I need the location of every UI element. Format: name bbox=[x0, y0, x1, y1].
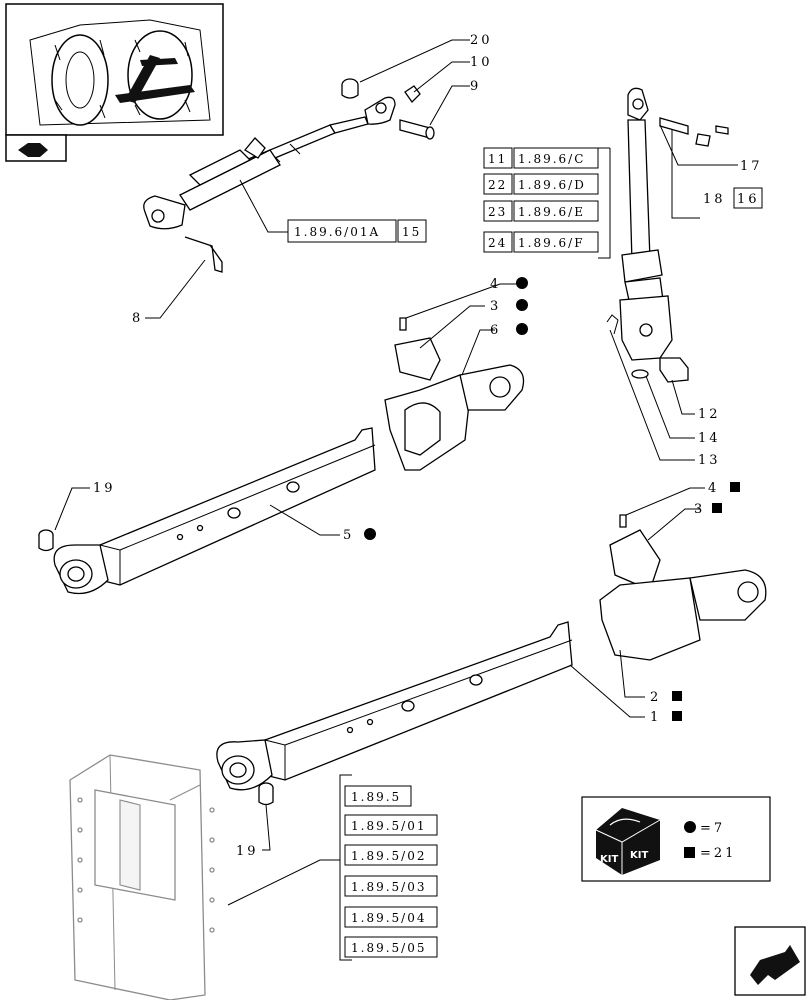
callout-16: 16 bbox=[737, 192, 760, 207]
circle-marker bbox=[516, 277, 528, 289]
drawbar-ref-6: 1.89.5/05 bbox=[351, 941, 426, 955]
ref-row-3-code: 1.89.6/E bbox=[518, 205, 585, 219]
legend-circle-symbol bbox=[684, 821, 696, 833]
callout-4-circle: 4 bbox=[490, 277, 501, 292]
callout-19-upper: 19 bbox=[93, 481, 116, 496]
circle-marker bbox=[516, 323, 528, 335]
callout-5-circle: 5 bbox=[343, 528, 354, 543]
ref-row-4-code: 1.89.6/F bbox=[518, 236, 585, 250]
ref-main-qty: 15 bbox=[402, 225, 421, 239]
square-marker bbox=[712, 503, 722, 513]
top-link-ref-box: 1.89.6/01A 15 bbox=[287, 219, 427, 243]
callout-14: 14 bbox=[698, 431, 721, 446]
callout-13: 13 bbox=[698, 453, 721, 468]
ref-row-2-num: 22 bbox=[488, 178, 507, 192]
callout-19-lower: 19 bbox=[236, 844, 259, 859]
ref-row-4-num: 24 bbox=[488, 236, 507, 250]
callout-1-square: 1 bbox=[650, 710, 661, 725]
drawbar-ref-5: 1.89.5/04 bbox=[351, 911, 426, 925]
callout-8: 8 bbox=[132, 311, 143, 326]
top-link-assembly bbox=[143, 78, 435, 273]
callout-3-circle: 3 bbox=[490, 299, 501, 314]
drawbar-ref-4: 1.89.5/03 bbox=[351, 880, 426, 894]
callout-symbols bbox=[364, 277, 740, 721]
drawbar-ref-2: 1.89.5/01 bbox=[351, 819, 426, 833]
callout-10: 10 bbox=[470, 55, 493, 70]
callout-12: 12 bbox=[698, 407, 721, 422]
callout-20: 20 bbox=[470, 33, 493, 48]
ref-row-3-num: 23 bbox=[488, 205, 507, 219]
thumbnail-frame[interactable] bbox=[5, 3, 224, 162]
callout-17: 17 bbox=[740, 159, 763, 174]
legend-square-symbol bbox=[684, 847, 695, 858]
lower-link-lower bbox=[216, 514, 767, 806]
callout-9: 9 bbox=[470, 79, 481, 94]
lower-link-upper bbox=[38, 317, 525, 595]
ref-row-1-code: 1.89.6/C bbox=[518, 152, 585, 166]
ref-row-2-code: 1.89.6/D bbox=[518, 178, 586, 192]
legend-circle-value: =7 bbox=[700, 821, 725, 836]
kit-label-left: KIT bbox=[600, 854, 618, 865]
square-marker bbox=[672, 711, 682, 721]
ref-row-1-num: 11 bbox=[488, 152, 507, 166]
square-marker bbox=[730, 482, 740, 492]
kit-legend: KIT KIT =7 =21 bbox=[581, 796, 771, 882]
callout-3-square: 3 bbox=[694, 502, 705, 517]
callout-2-square: 2 bbox=[650, 690, 661, 705]
arrow-icon bbox=[750, 945, 800, 985]
hitch-plate bbox=[69, 754, 215, 1000]
drawbar-ref-list: 1.89.5 1.89.5/01 1.89.5/02 1.89.5/03 1.8… bbox=[227, 774, 438, 961]
callout-18: 18 bbox=[703, 192, 726, 207]
next-page-arrow-button[interactable] bbox=[734, 926, 806, 996]
ref-main-label: 1.89.6/01A bbox=[294, 225, 380, 239]
circle-marker bbox=[364, 528, 376, 540]
leader-lines bbox=[54, 39, 738, 851]
vertical-link-assembly bbox=[606, 87, 729, 383]
callout-labels: 20 10 9 8 17 18 16 4 3 6 12 14 13 4 3 19… bbox=[93, 33, 763, 859]
circle-marker bbox=[516, 299, 528, 311]
callout-6-circle: 6 bbox=[490, 323, 501, 338]
kit-label-right: KIT bbox=[630, 850, 648, 861]
drawbar-ref-1: 1.89.5 bbox=[351, 790, 401, 804]
callout-4-square: 4 bbox=[708, 481, 719, 496]
square-marker bbox=[672, 691, 682, 701]
legend-square-value: =21 bbox=[700, 846, 736, 861]
drawbar-ref-3: 1.89.5/02 bbox=[351, 849, 426, 863]
vertical-link-ref-table: 11 1.89.6/C 22 1.89.6/D 23 1.89.6/E 24 1… bbox=[483, 147, 611, 259]
